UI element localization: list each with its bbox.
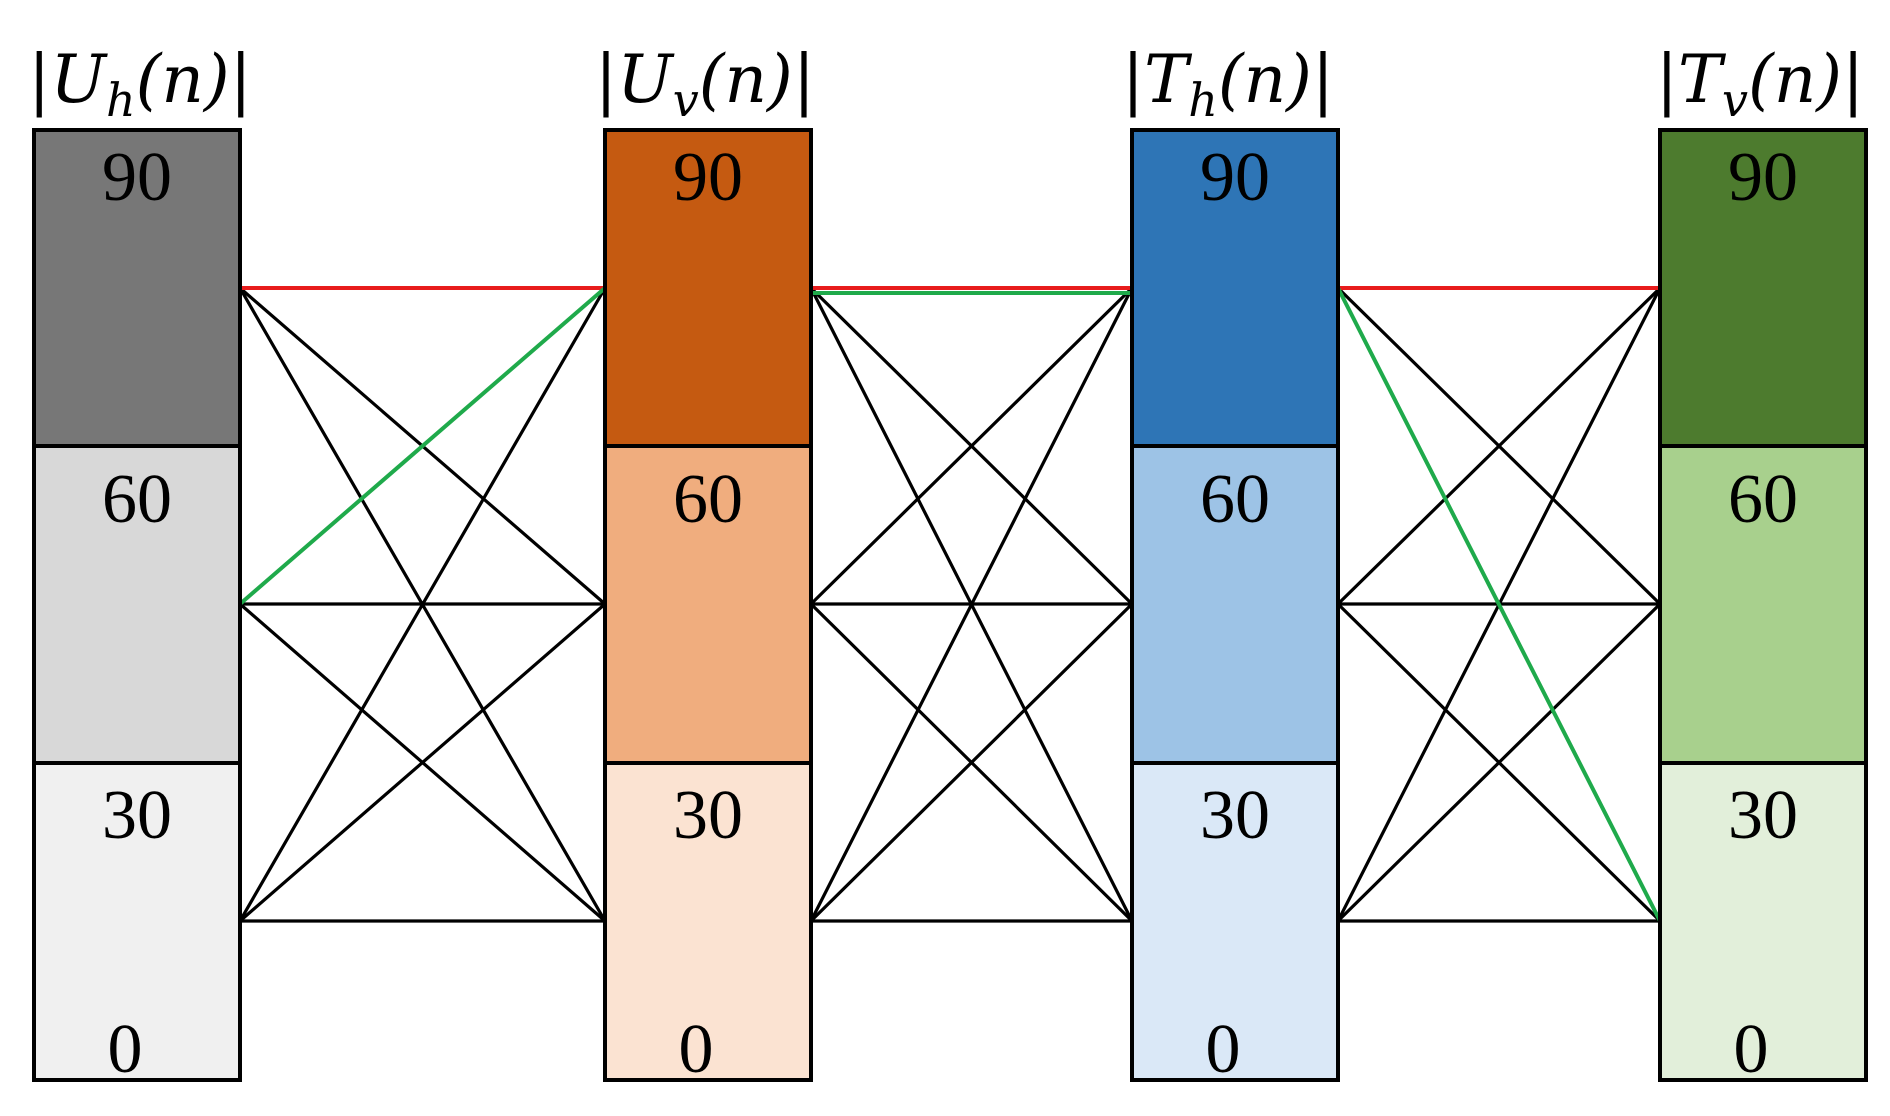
link-c0-2-to-c1-0: [238, 286, 607, 923]
column-0-bottom-label: 0: [108, 1011, 143, 1088]
column-2-level-30-segment: [1130, 761, 1340, 1082]
column-0: 90 60 30 0: [32, 128, 242, 1088]
title-close-bar: |: [1842, 41, 1864, 118]
columns-layer: 90 60 30 0 90 60 30 0 90 60 30 0 90 60 30 0: [32, 128, 1868, 1088]
column-2-level-label: 60: [1200, 461, 1270, 538]
green-path-segment-2: [1336, 286, 1662, 923]
column-2-level-label: 30: [1200, 777, 1270, 854]
column-1-level-label: 90: [673, 139, 743, 216]
column-0-level-90-segment: [32, 128, 242, 448]
column-2-level-90-segment: [1130, 128, 1340, 448]
link-c2-2-to-c3-1: [1336, 602, 1662, 923]
link-c2-1-to-c3-0: [1336, 286, 1662, 606]
title-open-bar: |: [1122, 41, 1144, 118]
title-open-bar: |: [595, 41, 617, 118]
column-1-bottom-label: 0: [679, 1011, 714, 1088]
title-symbol: T: [1144, 41, 1193, 118]
column-1-level-90-segment: [603, 128, 813, 448]
title-close-bar: |: [230, 41, 252, 118]
title-argument: (n): [1748, 41, 1842, 118]
column-1-level-60-segment: [603, 444, 813, 765]
column-3: 90 60 30 0: [1658, 128, 1868, 1088]
links-layer: [238, 286, 1662, 923]
title-subscript: h: [1188, 73, 1218, 127]
column-3-level-90-segment: [1658, 128, 1868, 448]
link-c0-2-to-c1-1: [238, 602, 607, 923]
column-2-bottom-label: 0: [1206, 1011, 1241, 1088]
link-c1-1-to-c2-0: [809, 286, 1134, 606]
title-subscript: h: [106, 73, 136, 127]
titles-layer: |Uh(n)||Uv(n)||Th(n)||Tv(n)|: [28, 41, 1864, 127]
title-open-bar: |: [1656, 41, 1678, 118]
column-2-title: |Th(n)|: [1122, 41, 1334, 127]
title-subscript: v: [1722, 73, 1748, 127]
column-3-level-60-segment: [1658, 444, 1868, 765]
column-1-level-label: 60: [673, 461, 743, 538]
column-1: 90 60 30 0: [603, 128, 813, 1088]
link-c1-2-to-c2-0: [809, 286, 1134, 923]
title-symbol: T: [1678, 41, 1727, 118]
column-0-level-label: 60: [102, 461, 172, 538]
column-1-level-label: 30: [673, 777, 743, 854]
column-3-level-30-segment: [1658, 761, 1868, 1082]
column-2-level-label: 90: [1200, 139, 1270, 216]
column-0-level-label: 90: [102, 139, 172, 216]
green-path-segment-0: [238, 286, 607, 606]
title-symbol: U: [617, 41, 675, 118]
link-c1-2-to-c2-1: [809, 602, 1134, 923]
column-0-level-label: 30: [102, 777, 172, 854]
column-2: 90 60 30 0: [1130, 128, 1340, 1088]
column-1-title: |Uv(n)|: [595, 41, 815, 127]
column-0-title: |Uh(n)|: [28, 41, 252, 127]
title-argument: (n): [136, 41, 230, 118]
column-3-title: |Tv(n)|: [1656, 41, 1865, 127]
title-symbol: U: [50, 41, 108, 118]
column-3-level-label: 90: [1728, 139, 1798, 216]
title-close-bar: |: [793, 41, 815, 118]
column-3-bottom-label: 0: [1734, 1011, 1769, 1088]
column-3-level-label: 60: [1728, 461, 1798, 538]
column-2-level-60-segment: [1130, 444, 1340, 765]
column-1-level-30-segment: [603, 761, 813, 1082]
column-0-level-30-segment: [32, 761, 242, 1082]
title-close-bar: |: [1312, 41, 1334, 118]
column-3-level-label: 30: [1728, 777, 1798, 854]
column-0-level-60-segment: [32, 444, 242, 765]
title-argument: (n): [1218, 41, 1312, 118]
title-argument: (n): [699, 41, 793, 118]
title-open-bar: |: [28, 41, 50, 118]
title-subscript: v: [673, 73, 699, 127]
